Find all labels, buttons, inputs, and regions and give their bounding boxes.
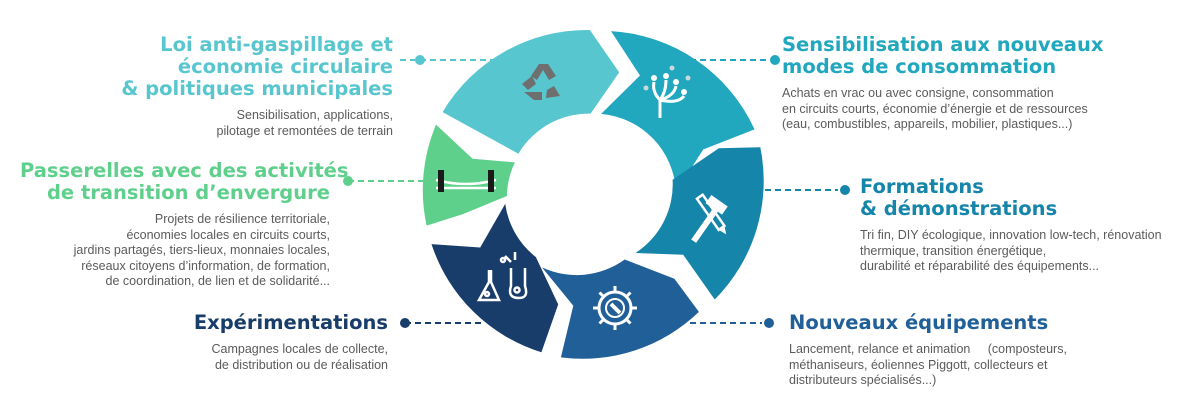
loi-description: Sensibilisation, applications, pilotage … <box>216 108 394 138</box>
connector-equipements <box>690 318 774 328</box>
gear-wrench-icon <box>593 286 637 330</box>
segment-sensibilisation <box>601 31 755 192</box>
block-sensibilisation: Sensibilisation aux nouveaux modes de co… <box>782 34 1182 133</box>
block-equipements: Nouveaux équipements Lancement, relance … <box>789 312 1089 389</box>
connector-formations <box>765 185 850 195</box>
experimentations-title: Expérimentations <box>193 311 388 334</box>
connector-passerelles <box>343 176 430 186</box>
segment-equipements <box>542 259 699 359</box>
lab-flasks-icon <box>476 252 528 302</box>
sensibilisation-description: Achats en vrac ou avec consigne, consomm… <box>782 86 1088 131</box>
segment-experimentations <box>431 203 559 353</box>
segment-formations <box>635 147 764 300</box>
segment-loi <box>442 29 620 154</box>
formations-title: Formations & démonstrations <box>860 175 1058 220</box>
passerelles-title: Passerelles avec des activités de transi… <box>20 159 349 204</box>
passerelles-description: Projets de résilience territoriale, écon… <box>73 212 330 288</box>
sensibilisation-title: Sensibilisation aux nouveaux modes de co… <box>782 33 1104 78</box>
block-experimentations: Expérimentations Campagnes locales de co… <box>150 312 388 373</box>
segment-passerelles <box>422 124 515 226</box>
connector-experimentations <box>400 318 482 328</box>
hand-tree-icon <box>643 65 691 118</box>
equipements-title: Nouveaux équipements <box>789 311 1049 334</box>
block-passerelles: Passerelles avec des activités de transi… <box>20 159 349 290</box>
block-formations: Formations & démonstrations Tri fin, DIY… <box>860 176 1190 275</box>
connector-sensibilisation <box>670 55 780 65</box>
hammer-pencil-icon <box>691 192 728 243</box>
recycle-icon <box>522 64 560 100</box>
block-loi: Loi anti-gaspillage et économie circulai… <box>100 34 393 139</box>
loi-title: Loi anti-gaspillage et économie circulai… <box>121 33 393 100</box>
formations-description: Tri fin, DIY écologique, innovation low-… <box>860 228 1162 273</box>
connector-loi <box>400 55 510 65</box>
experimentations-description: Campagnes locales de collecte, de distri… <box>211 342 389 372</box>
equipements-description: Lancement, relance et animation (compost… <box>789 342 1067 387</box>
bridge-icon <box>435 170 497 192</box>
